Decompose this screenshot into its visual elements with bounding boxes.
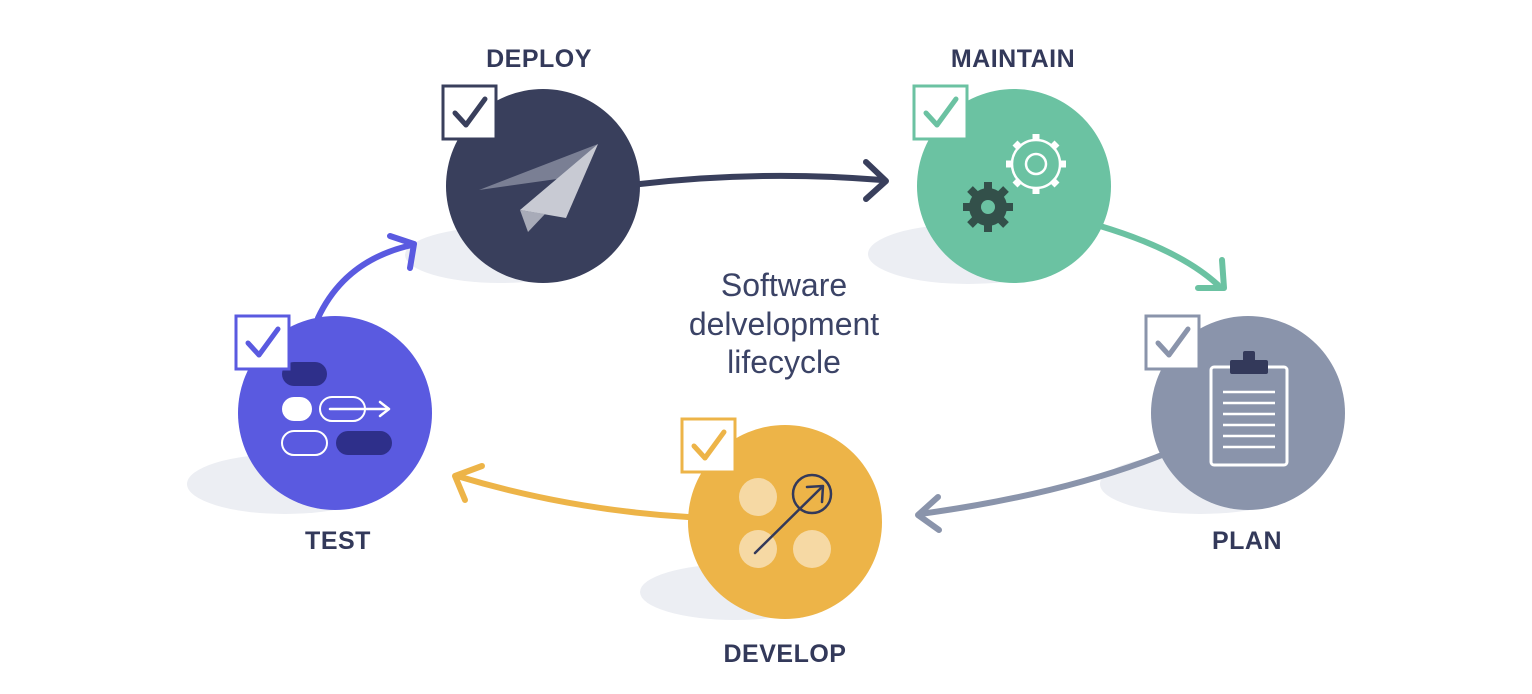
arrow-test-to-deploy	[315, 233, 417, 321]
outline-gear-icon	[1006, 134, 1066, 194]
deploy-node: DEPLOY	[441, 45, 640, 283]
develop-node: DEVELOP	[680, 417, 882, 668]
check-icon	[245, 326, 281, 358]
center-title-line-1: Software	[721, 267, 847, 303]
plan-checkbox	[1144, 314, 1201, 371]
arrow-develop-to-test	[452, 463, 691, 520]
clipboard-icon	[1209, 351, 1289, 467]
center-title: Software delvelopment lifecycle	[689, 267, 879, 380]
test-flow-icon	[281, 362, 392, 456]
maintain-node: MAINTAIN	[912, 45, 1111, 283]
center-title-line-2: delvelopment	[689, 306, 879, 342]
check-icon	[1155, 326, 1191, 358]
test-label: TEST	[305, 527, 371, 555]
arrow-maintain-to-plan	[1097, 223, 1227, 291]
arrow-plan-to-develop	[915, 452, 1165, 533]
arrow-deploy-to-maintain	[637, 159, 889, 202]
plan-label: PLAN	[1212, 527, 1282, 555]
maintain-checkbox	[912, 84, 969, 141]
maintain-label: MAINTAIN	[951, 45, 1075, 73]
center-title-line-3: lifecycle	[727, 344, 841, 380]
gears-icon	[963, 134, 1066, 232]
develop-icon	[739, 473, 833, 568]
check-icon	[452, 96, 488, 128]
deploy-label: DEPLOY	[486, 45, 592, 73]
develop-checkbox	[680, 417, 737, 474]
test-checkbox	[234, 314, 291, 371]
solid-gear-icon	[963, 182, 1013, 232]
plan-node: PLAN	[1144, 314, 1345, 555]
check-icon	[691, 429, 727, 461]
paper-plane-icon	[479, 144, 598, 232]
develop-label: DEVELOP	[724, 640, 847, 668]
deploy-checkbox	[441, 84, 498, 141]
check-icon	[923, 96, 959, 128]
test-node: TEST	[234, 314, 432, 555]
